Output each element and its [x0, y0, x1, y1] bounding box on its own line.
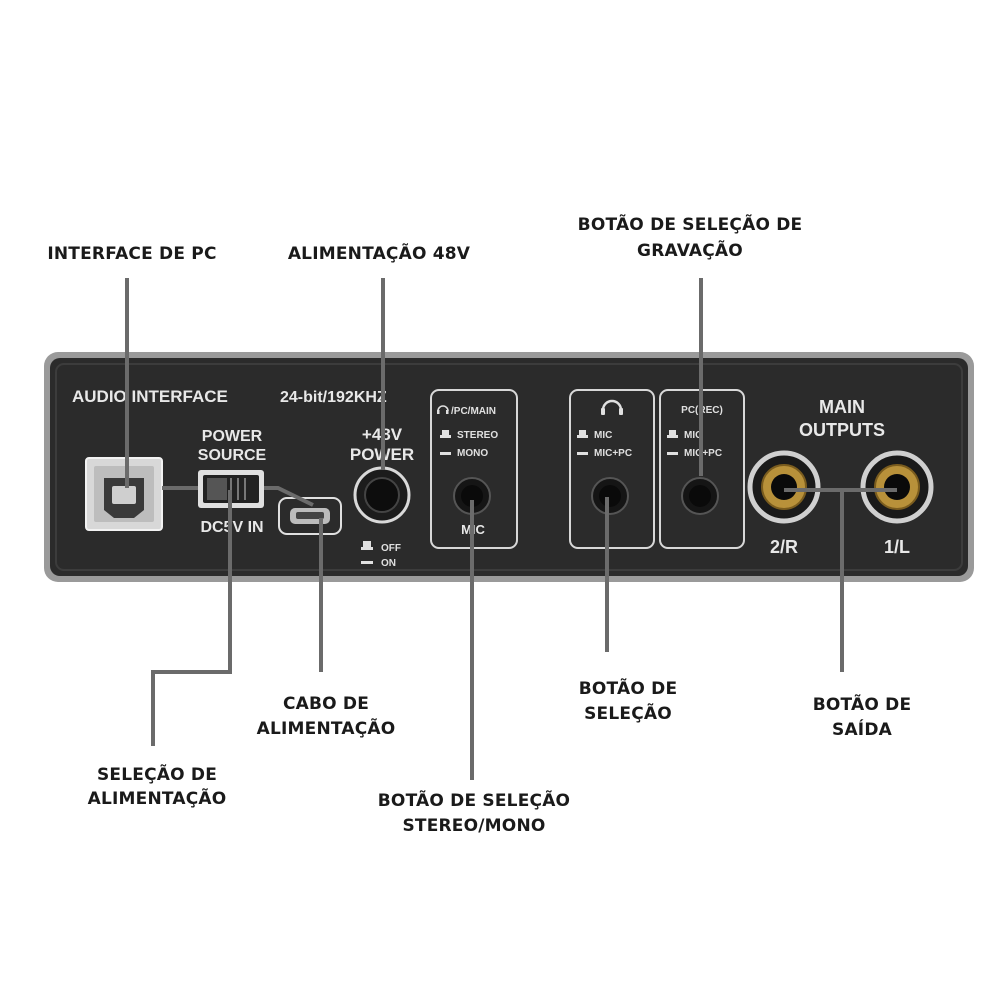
- panel-inner-edge: [55, 363, 963, 571]
- monitor-select-button[interactable]: [591, 477, 629, 515]
- power-select-switch[interactable]: [198, 470, 264, 508]
- leader-lines: [125, 278, 897, 780]
- mono-label: MONO: [457, 448, 488, 459]
- group2-mic-label: MIC: [594, 430, 612, 441]
- rec-mic-indicator-icon: [667, 430, 678, 438]
- mono-indicator-icon: [440, 452, 451, 455]
- callout-select-2: SELEÇÃO: [584, 701, 672, 724]
- phantom-power-button[interactable]: [353, 466, 411, 524]
- out-right-label: 2/R: [770, 537, 798, 557]
- callout-rec-select-2: GRAVAÇÃO: [637, 238, 743, 261]
- group1-title: /PC/MAIN: [451, 406, 496, 417]
- device-panel: [44, 352, 974, 582]
- callout-output-1: BOTÃO DE: [813, 692, 912, 715]
- power-source-label-1: POWER: [202, 428, 263, 445]
- leader-power-select: [151, 490, 232, 746]
- mic-indicator-icon: [577, 430, 588, 438]
- on-indicator-icon: [361, 561, 373, 564]
- stereo-label: STEREO: [457, 430, 498, 441]
- off-indicator-icon: [361, 541, 373, 550]
- callout-pc-interface: INTERFACE DE PC: [47, 244, 216, 264]
- stereo-mono-button[interactable]: [453, 477, 491, 515]
- usb-b-port-icon[interactable]: [85, 457, 163, 531]
- callout-power-cable-1: CABO DE: [283, 694, 369, 714]
- stereo-indicator-icon: [440, 430, 451, 438]
- group3-mic-label: MIC: [684, 430, 702, 441]
- callout-power-select-1: SELEÇÃO DE: [97, 762, 217, 785]
- group-monitor-select: [569, 389, 655, 549]
- micpc-indicator-icon: [577, 452, 588, 455]
- main-outputs-label-1: MAIN: [819, 397, 865, 417]
- callout-power-cable-2: ALIMENTAÇÃO: [257, 716, 396, 739]
- callout-power-select-2: ALIMENTAÇÃO: [88, 786, 227, 809]
- off-label: OFF: [381, 543, 401, 554]
- rec-select-button[interactable]: [681, 477, 719, 515]
- group3-micpc-label: MIC+PC: [684, 448, 722, 459]
- panel-spec: 24-bit/192KHZ: [280, 389, 387, 406]
- rec-micpc-indicator-icon: [667, 452, 678, 455]
- output-jack-right[interactable]: [747, 450, 821, 524]
- on-label: ON: [381, 558, 396, 569]
- leader-switch-to-port: [264, 486, 314, 507]
- main-outputs-label-2: OUTPUTS: [799, 420, 885, 440]
- callout-stereo-mono-2: STEREO/MONO: [402, 816, 545, 836]
- headphone-icon: [437, 405, 449, 414]
- group2-micpc-label: MIC+PC: [594, 448, 632, 459]
- output-jack-left[interactable]: [860, 450, 934, 524]
- callout-stereo-mono-1: BOTÃO DE SELEÇÃO: [378, 788, 570, 811]
- callout-rec-select-1: BOTÃO DE SELEÇÃO DE: [578, 212, 803, 235]
- callout-output-2: SAÍDA: [832, 718, 893, 740]
- power-source-label-2: SOURCE: [198, 447, 267, 464]
- callout-48v: ALIMENTAÇÃO 48V: [288, 241, 471, 264]
- panel-title: AUDIO INTERFACE: [72, 387, 228, 406]
- out-left-label: 1/L: [884, 537, 910, 557]
- headphone-icon: [601, 399, 623, 415]
- callout-select-1: BOTÃO DE: [579, 676, 678, 699]
